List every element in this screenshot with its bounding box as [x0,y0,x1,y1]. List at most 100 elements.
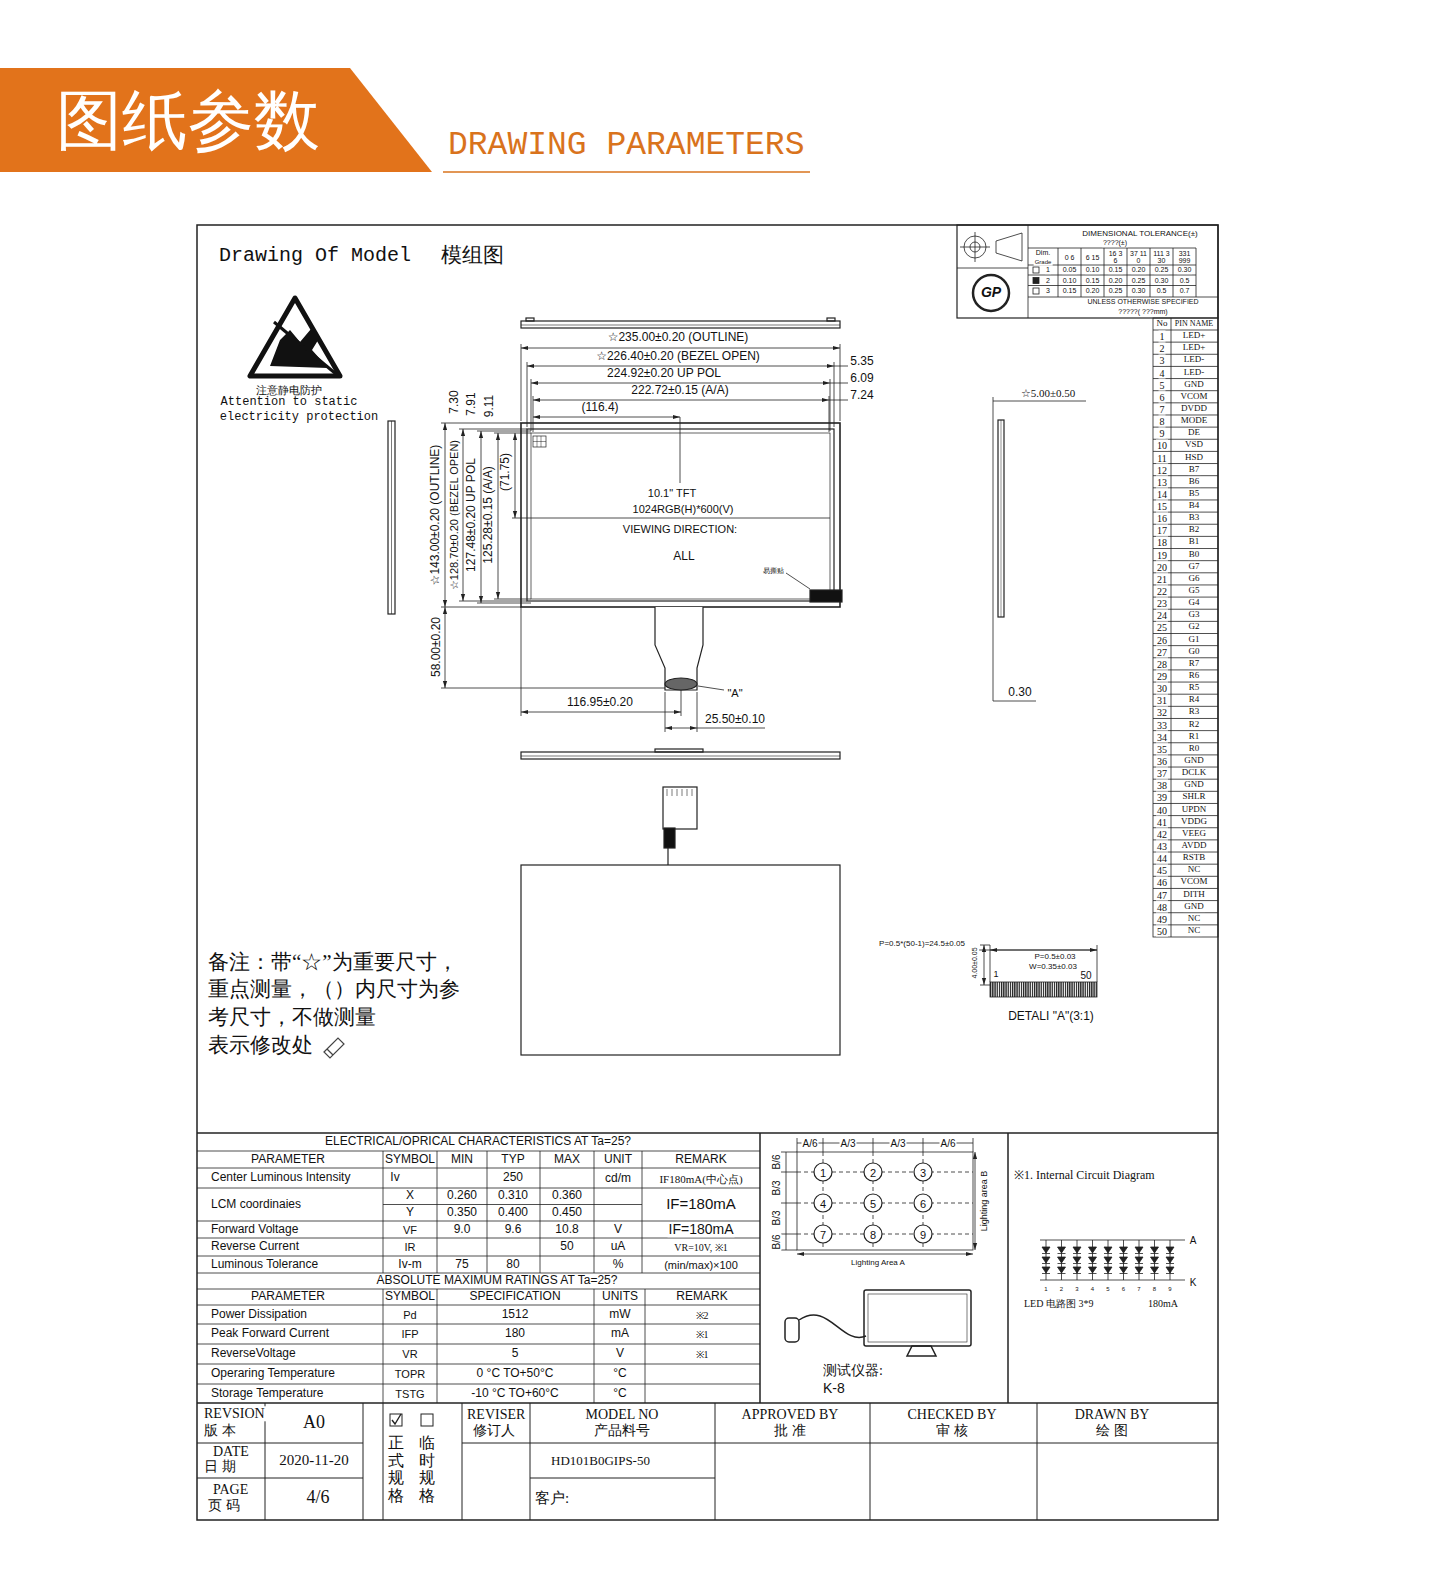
dimension-line [697,728,765,729]
pin-table-cell: 49 [1156,913,1168,924]
table-cell: UNIT [603,1153,633,1166]
panel-text: 10.1" TFT [647,487,697,499]
esd-caption: 注意静电防护 [255,384,323,396]
dimension-line [531,379,532,431]
detail-dimension: DETALI "A"(3:1) [1007,1010,1095,1023]
detail-a [980,985,990,986]
point-number: 1 [820,1168,826,1179]
table-cell: PARAMETER [250,1290,326,1303]
tolerance-cell: 0.30 [1154,277,1170,285]
dimension-label: 116.95±0.20 [566,696,634,709]
table-cell: 0 °C TO+50°C [476,1367,555,1380]
tolerance-cell: 331 999 [1175,250,1194,264]
detail-dimension: 4.00±0.05 [971,946,979,979]
pin-table-cell: DCLK [1181,768,1208,778]
title-block [197,1478,363,1479]
led-circuit [1089,1273,1097,1274]
table-cell: Pd [402,1309,417,1321]
detail-a [975,950,1097,951]
tolerance-cell: 0.15 [1085,277,1101,285]
pin-table-cell: NC [1187,914,1202,924]
circuit-label: 7 [1136,1286,1141,1293]
circuit-label: 180mA [1147,1298,1179,1309]
title-block-text: 4/6 [305,1488,330,1508]
led-circuit [1166,1257,1174,1263]
table-cell: 10.8 [554,1223,579,1236]
tolerance-cell: Dim. [1035,249,1051,257]
pin-table-cell: 48 [1156,901,1168,912]
title-block [530,1478,715,1479]
tolerance-cell: 37 110 [1129,250,1148,264]
circuit-label: ※1. Internal Circuit Diagram [1013,1169,1156,1182]
pin-table-cell: VCOM [1179,392,1208,402]
detail-dimension: P=0.5*(50-1)=24.5±0.05 [878,940,966,949]
pin-table-cell: HSD [1184,453,1204,463]
pin-table-cell: 25 [1156,622,1168,633]
table-cell: MIN [450,1153,474,1166]
tolerance-box [1033,288,1039,294]
table-cell: mA [610,1327,630,1340]
drawing-frame [759,1133,761,1403]
table-cell: TOPR [394,1368,426,1380]
pin-table-cell: 26 [1156,634,1168,645]
module-outline [664,828,675,848]
pin-table-cell: 2 [1159,343,1166,354]
drawing-frame [197,1132,1218,1134]
table-cell: °C [612,1387,627,1400]
lighting-label: B/6 [771,1153,782,1170]
pin-table-cell: 50 [1156,925,1168,936]
pin-table-cell: 22 [1156,586,1168,597]
pin-table-cell: 39 [1156,792,1168,803]
tolerance-cell: 0 6 [1060,253,1079,260]
module-outline [521,423,840,607]
pin-table-cell: 5 [1159,379,1166,390]
lighting-area-diagram [781,1234,797,1235]
led-circuit [1135,1273,1143,1274]
tolerance-cell: Grade [1034,259,1053,266]
pin-table-cell: 12 [1156,464,1168,475]
module-outline [533,436,546,447]
pin-table-cell: LED- [1183,368,1206,378]
dimension-label: ☆226.40±0.20 (BEZEL OPEN) [595,350,761,363]
module-outline [692,789,693,796]
dimension-label: 25.50±0.10 [704,713,766,726]
table-cell: ※2 [695,1310,710,1321]
dimension-label: ☆5.00±0.50 [1020,387,1077,399]
table-cell: Peak Forward Current [210,1327,330,1340]
pin-table-cell: 14 [1156,488,1168,499]
panel-text: 易撕贴 [762,568,785,576]
lighting-area-diagram [823,1138,824,1152]
pin-table-cell: R7 [1188,659,1201,669]
circle-ring [864,1163,882,1181]
pin-table-cell: VCOM [1179,877,1208,887]
pin-table-cell: PIN NAME [1174,320,1214,329]
lighting-area-diagram [873,1138,874,1152]
title-block-text: CHECKED BY [906,1407,997,1422]
module-outline [388,318,1004,1055]
pin-table-cell: 42 [1156,828,1168,839]
pin-table-cell: VSD [1184,440,1204,450]
lighting-area-diagram [975,1152,976,1250]
pin-table-cell: 15 [1156,501,1168,512]
pin-table-cell: B4 [1188,501,1201,511]
circle-ring [864,1225,882,1243]
electrical-table [197,1344,760,1345]
module-outline [521,865,840,1055]
module-outline [672,789,673,796]
pin-table-cell: 17 [1156,525,1168,536]
table-cell: REMARK [675,1290,728,1303]
tolerance-cell: UNLESS OTHERWISE SPECIFIED [1086,298,1199,306]
lighting-label: B/3 [771,1179,782,1196]
tolerance-cell: ?????( ???mm) [1117,308,1168,316]
revision-mark [327,1049,333,1055]
led-circuit [1166,1253,1174,1254]
lighting-point: 1 [813,1162,833,1182]
dimension-line [993,397,994,701]
module-outline [521,752,840,759]
pin-table-cell: G5 [1188,586,1201,596]
revision-mark [324,1038,344,1058]
led-circuit [1073,1257,1081,1263]
lighting-label: Lighting Area A [850,1259,906,1268]
title-block-text: 产品料号 [593,1423,651,1438]
esd-caption: Attention to static [220,396,359,409]
